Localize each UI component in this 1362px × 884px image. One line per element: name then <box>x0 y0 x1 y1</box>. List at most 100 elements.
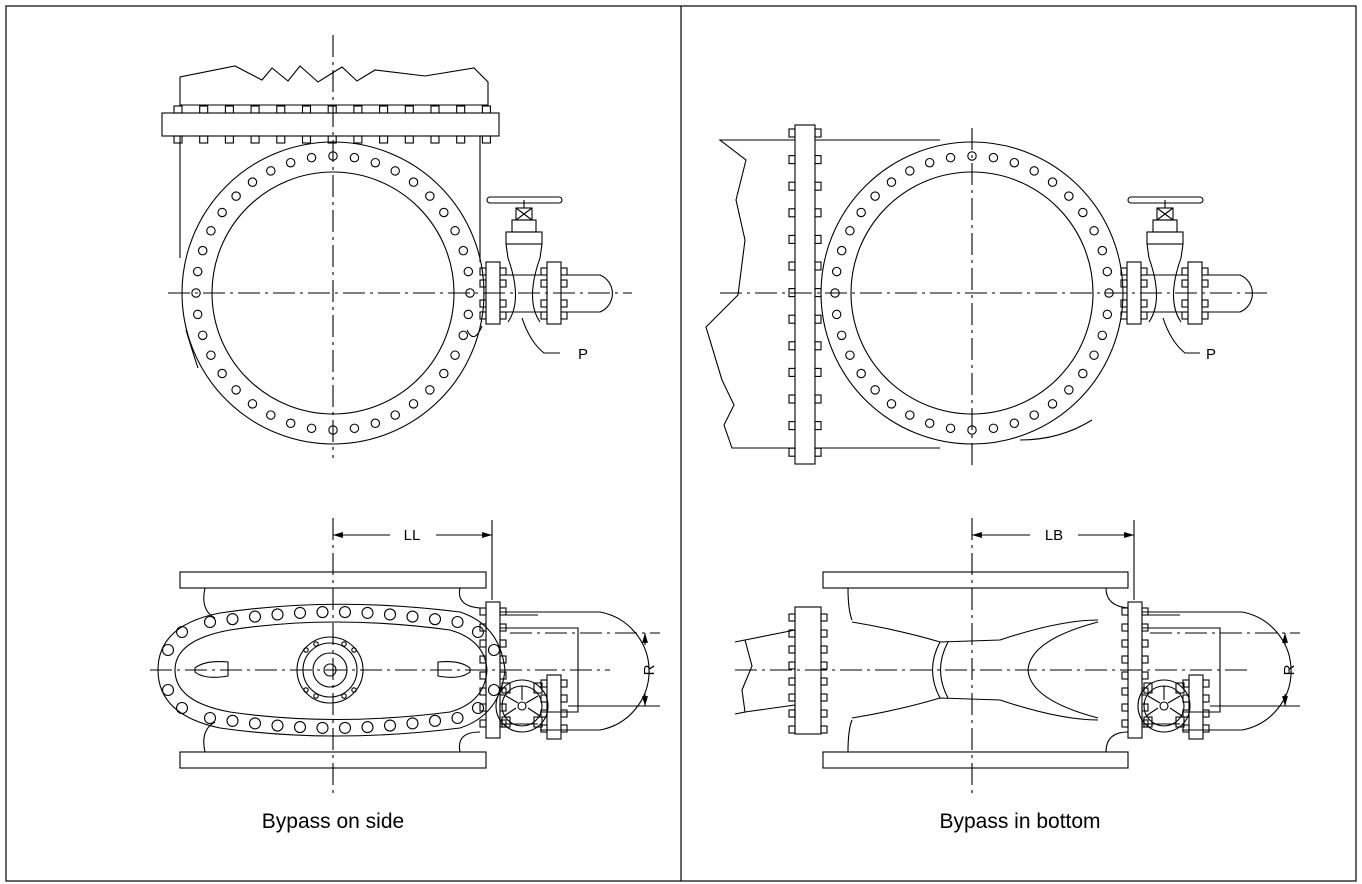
top-flange <box>161 112 500 137</box>
body-shoulders <box>185 325 483 369</box>
top-flange-bolts <box>173 105 491 144</box>
bolt-nut <box>1140 299 1148 308</box>
bolt-hole <box>341 641 347 647</box>
bolt-hole <box>175 701 189 715</box>
bolt-hole <box>206 226 216 236</box>
bolt-nut <box>820 677 828 686</box>
bolt-nut <box>788 234 796 244</box>
bolt-nut <box>379 135 389 144</box>
bolt-nut <box>499 267 507 276</box>
bolt-hole <box>161 643 175 657</box>
bolt-hole <box>1009 157 1020 168</box>
bolt-nut <box>1181 267 1189 276</box>
bolt-nut <box>788 629 796 638</box>
bolt-hole <box>458 330 469 341</box>
bypass-valve-bolts <box>479 267 568 320</box>
bolt-nut <box>820 725 828 734</box>
bolt-hole <box>351 647 357 653</box>
bolt-hole <box>303 647 309 653</box>
bolt-nut <box>404 135 414 144</box>
bolt-nut <box>1121 687 1129 696</box>
bolt-hole <box>1102 309 1113 320</box>
bolt-hole <box>191 288 201 298</box>
bolt-hole <box>306 152 317 163</box>
bolt-nut <box>1201 311 1209 320</box>
bolt-hole <box>836 330 847 341</box>
bolt-hole <box>451 711 464 725</box>
bolt-nut <box>1201 267 1209 276</box>
bolt-nut <box>540 709 548 718</box>
bolt-nut <box>1201 279 1209 288</box>
bypass-valve-bolts <box>1120 267 1209 320</box>
bolt-nut <box>1140 311 1148 320</box>
bolt-hole <box>266 166 276 176</box>
bolt-nut <box>1181 311 1189 320</box>
bolt-nut <box>814 208 822 218</box>
bolt-nut <box>788 128 796 138</box>
bolt-hole <box>870 191 880 201</box>
flange-bolt-ring <box>191 151 475 435</box>
bolt-hole <box>231 191 241 201</box>
bolt-nut <box>481 105 491 114</box>
bolt-nut <box>501 682 511 694</box>
bolt-nut <box>479 279 487 288</box>
bolt-hole <box>361 721 374 734</box>
bolt-hole <box>988 152 999 163</box>
bolt-nut <box>499 655 507 664</box>
bolt-nut <box>560 724 568 733</box>
dim-r-label: R <box>1281 664 1298 675</box>
bolt-nut <box>788 367 796 377</box>
bolt-nut <box>224 135 234 144</box>
panel-bypass-in-bottom <box>705 124 1300 795</box>
bolt-nut <box>814 181 822 191</box>
bolt-nut <box>1121 655 1129 664</box>
bolt-hole <box>1047 177 1058 187</box>
body-top-bottom-lines <box>815 139 940 449</box>
bolt-nut <box>276 135 286 144</box>
bolt-nut <box>173 105 183 114</box>
bolt-hole <box>945 152 956 163</box>
bolt-hole <box>370 157 381 168</box>
bolt-hole <box>313 693 319 699</box>
side-flange <box>794 124 816 465</box>
bolt-hole <box>425 191 435 201</box>
bolt-nut <box>788 208 796 218</box>
caption-bypass-in-bottom: Bypass in bottom <box>939 810 1100 833</box>
bolt-nut <box>814 155 822 165</box>
bolt-nut <box>814 261 822 271</box>
bolt-hole <box>341 693 347 699</box>
bolt-hole <box>428 714 442 727</box>
bolt-hole <box>856 368 866 379</box>
bolt-nut <box>456 105 466 114</box>
bolt-hole <box>836 245 847 256</box>
body-side-lines <box>179 136 481 262</box>
bolt-nut <box>1121 607 1129 616</box>
bolt-hole <box>886 399 897 409</box>
bolt-hole <box>856 207 866 218</box>
bolt-hole <box>192 309 203 320</box>
bolt-nut <box>1141 655 1149 664</box>
bolt-nut <box>456 135 466 144</box>
bolt-hole <box>338 606 352 619</box>
bolt-hole <box>349 423 360 434</box>
bolt-nut <box>560 679 568 688</box>
bolt-nut <box>814 394 822 404</box>
bolt-hole <box>1029 410 1039 420</box>
bolt-nut <box>430 105 440 114</box>
bolt-nut <box>250 105 260 114</box>
bolt-hole <box>383 719 397 732</box>
bolt-nut <box>820 693 828 702</box>
bolt-hole <box>203 711 217 725</box>
bolt-nut <box>479 623 487 632</box>
bolt-nut <box>1121 703 1129 712</box>
bolt-nut <box>1141 671 1149 680</box>
bolt-hole <box>1102 266 1113 277</box>
bolt-hole <box>1097 330 1108 341</box>
bolt-nut <box>479 719 487 728</box>
bolt-nut <box>199 135 209 144</box>
bolt-hole <box>1064 385 1074 395</box>
bolt-hole <box>383 608 397 621</box>
bolt-nut <box>814 314 822 324</box>
bolt-nut <box>1143 716 1153 728</box>
